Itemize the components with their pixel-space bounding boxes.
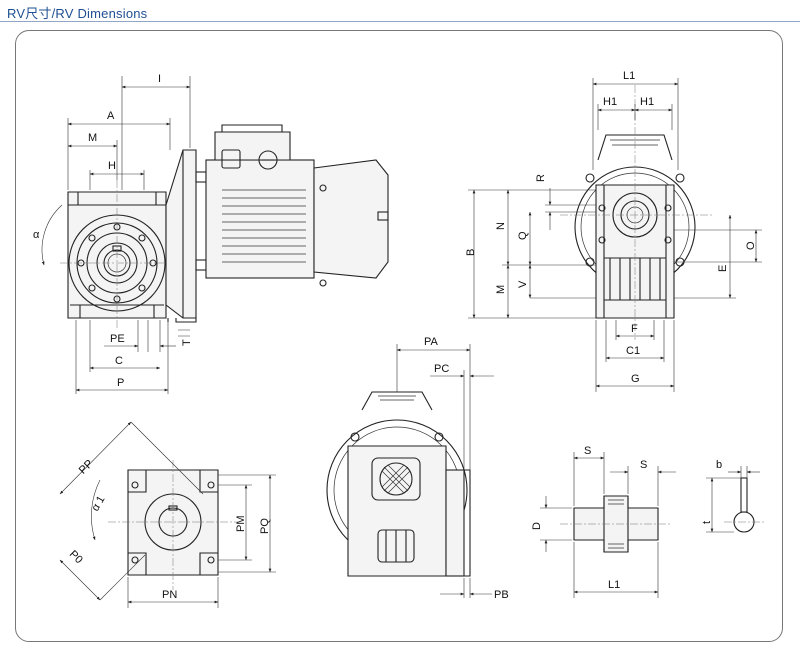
dim-label-PB: PB — [494, 589, 509, 601]
dim-label-PM: PM — [235, 516, 247, 533]
output-housing — [347, 445, 447, 577]
cable-gland — [258, 150, 278, 170]
dim-label-O: O — [745, 241, 757, 250]
dim-label-G: G — [631, 373, 640, 385]
dim-label-Q: Q — [517, 231, 529, 240]
dim-label-T: T — [181, 339, 193, 346]
angle-label-alpha: α — [33, 229, 40, 241]
dim-label-A: A — [107, 110, 115, 122]
flange-plate-view: PP P0 α 1 PM PQ PN — [59, 421, 276, 608]
key-slot — [740, 477, 748, 513]
dim-label-M: M — [88, 132, 97, 144]
dim-label-P: P — [117, 377, 124, 389]
title-divider — [0, 21, 800, 22]
dim-label-B: B — [465, 249, 477, 256]
motor-body — [205, 159, 315, 279]
dim-label-N: N — [495, 222, 507, 230]
dim-label-PQ: PQ — [259, 518, 271, 534]
front-view: L1 H1 H1 B N M R Q V O E — [465, 70, 762, 392]
page-title: RV尺寸/RV Dimensions — [7, 6, 148, 21]
dim-label-t: t — [701, 521, 713, 524]
dim-label-R: R — [535, 174, 547, 182]
dim-label-L1: L1 — [623, 70, 635, 82]
front-housing — [595, 184, 675, 319]
dim-label-I: I — [158, 73, 161, 85]
dim-label-H: H — [108, 160, 116, 172]
dim-label-b: b — [716, 459, 722, 471]
dim-label-F: F — [631, 323, 638, 335]
output-flange-plate — [445, 469, 465, 577]
output-flange-view: PA PC PB — [326, 336, 509, 601]
dim-label-PA: PA — [424, 336, 439, 348]
dim-label-C1: C1 — [626, 345, 640, 357]
dim-label-V: V — [517, 280, 529, 288]
dim-label-PN: PN — [162, 589, 177, 601]
dim-label-H1-right: H1 — [640, 96, 654, 108]
dim-label-L1-shaft: L1 — [608, 579, 620, 591]
dim-label-D: D — [531, 522, 543, 530]
fan-cover — [313, 159, 389, 279]
dim-label-M-lower: M — [495, 285, 507, 294]
dim-label-S-right: S — [640, 459, 647, 471]
terminal-box — [214, 131, 291, 161]
dim-label-H1-left: H1 — [603, 96, 617, 108]
dim-label-PC: PC — [434, 363, 449, 375]
dim-label-E: E — [717, 265, 729, 272]
worm-wheel — [379, 462, 413, 496]
input-flange — [165, 149, 197, 319]
key-section-view: b t — [701, 459, 764, 533]
side-view-with-motor: I A M H α PE C P T — [33, 73, 389, 394]
dim-label-P0: P0 — [67, 548, 85, 566]
drawing-frame — [15, 30, 783, 642]
dim-label-S-left: S — [584, 445, 591, 457]
hollow-shaft-view: S S D L1 — [531, 445, 676, 598]
dim-label-PE: PE — [110, 333, 125, 345]
dim-label-C: C — [115, 355, 123, 367]
angle-label-alpha1: α 1 — [89, 494, 107, 513]
